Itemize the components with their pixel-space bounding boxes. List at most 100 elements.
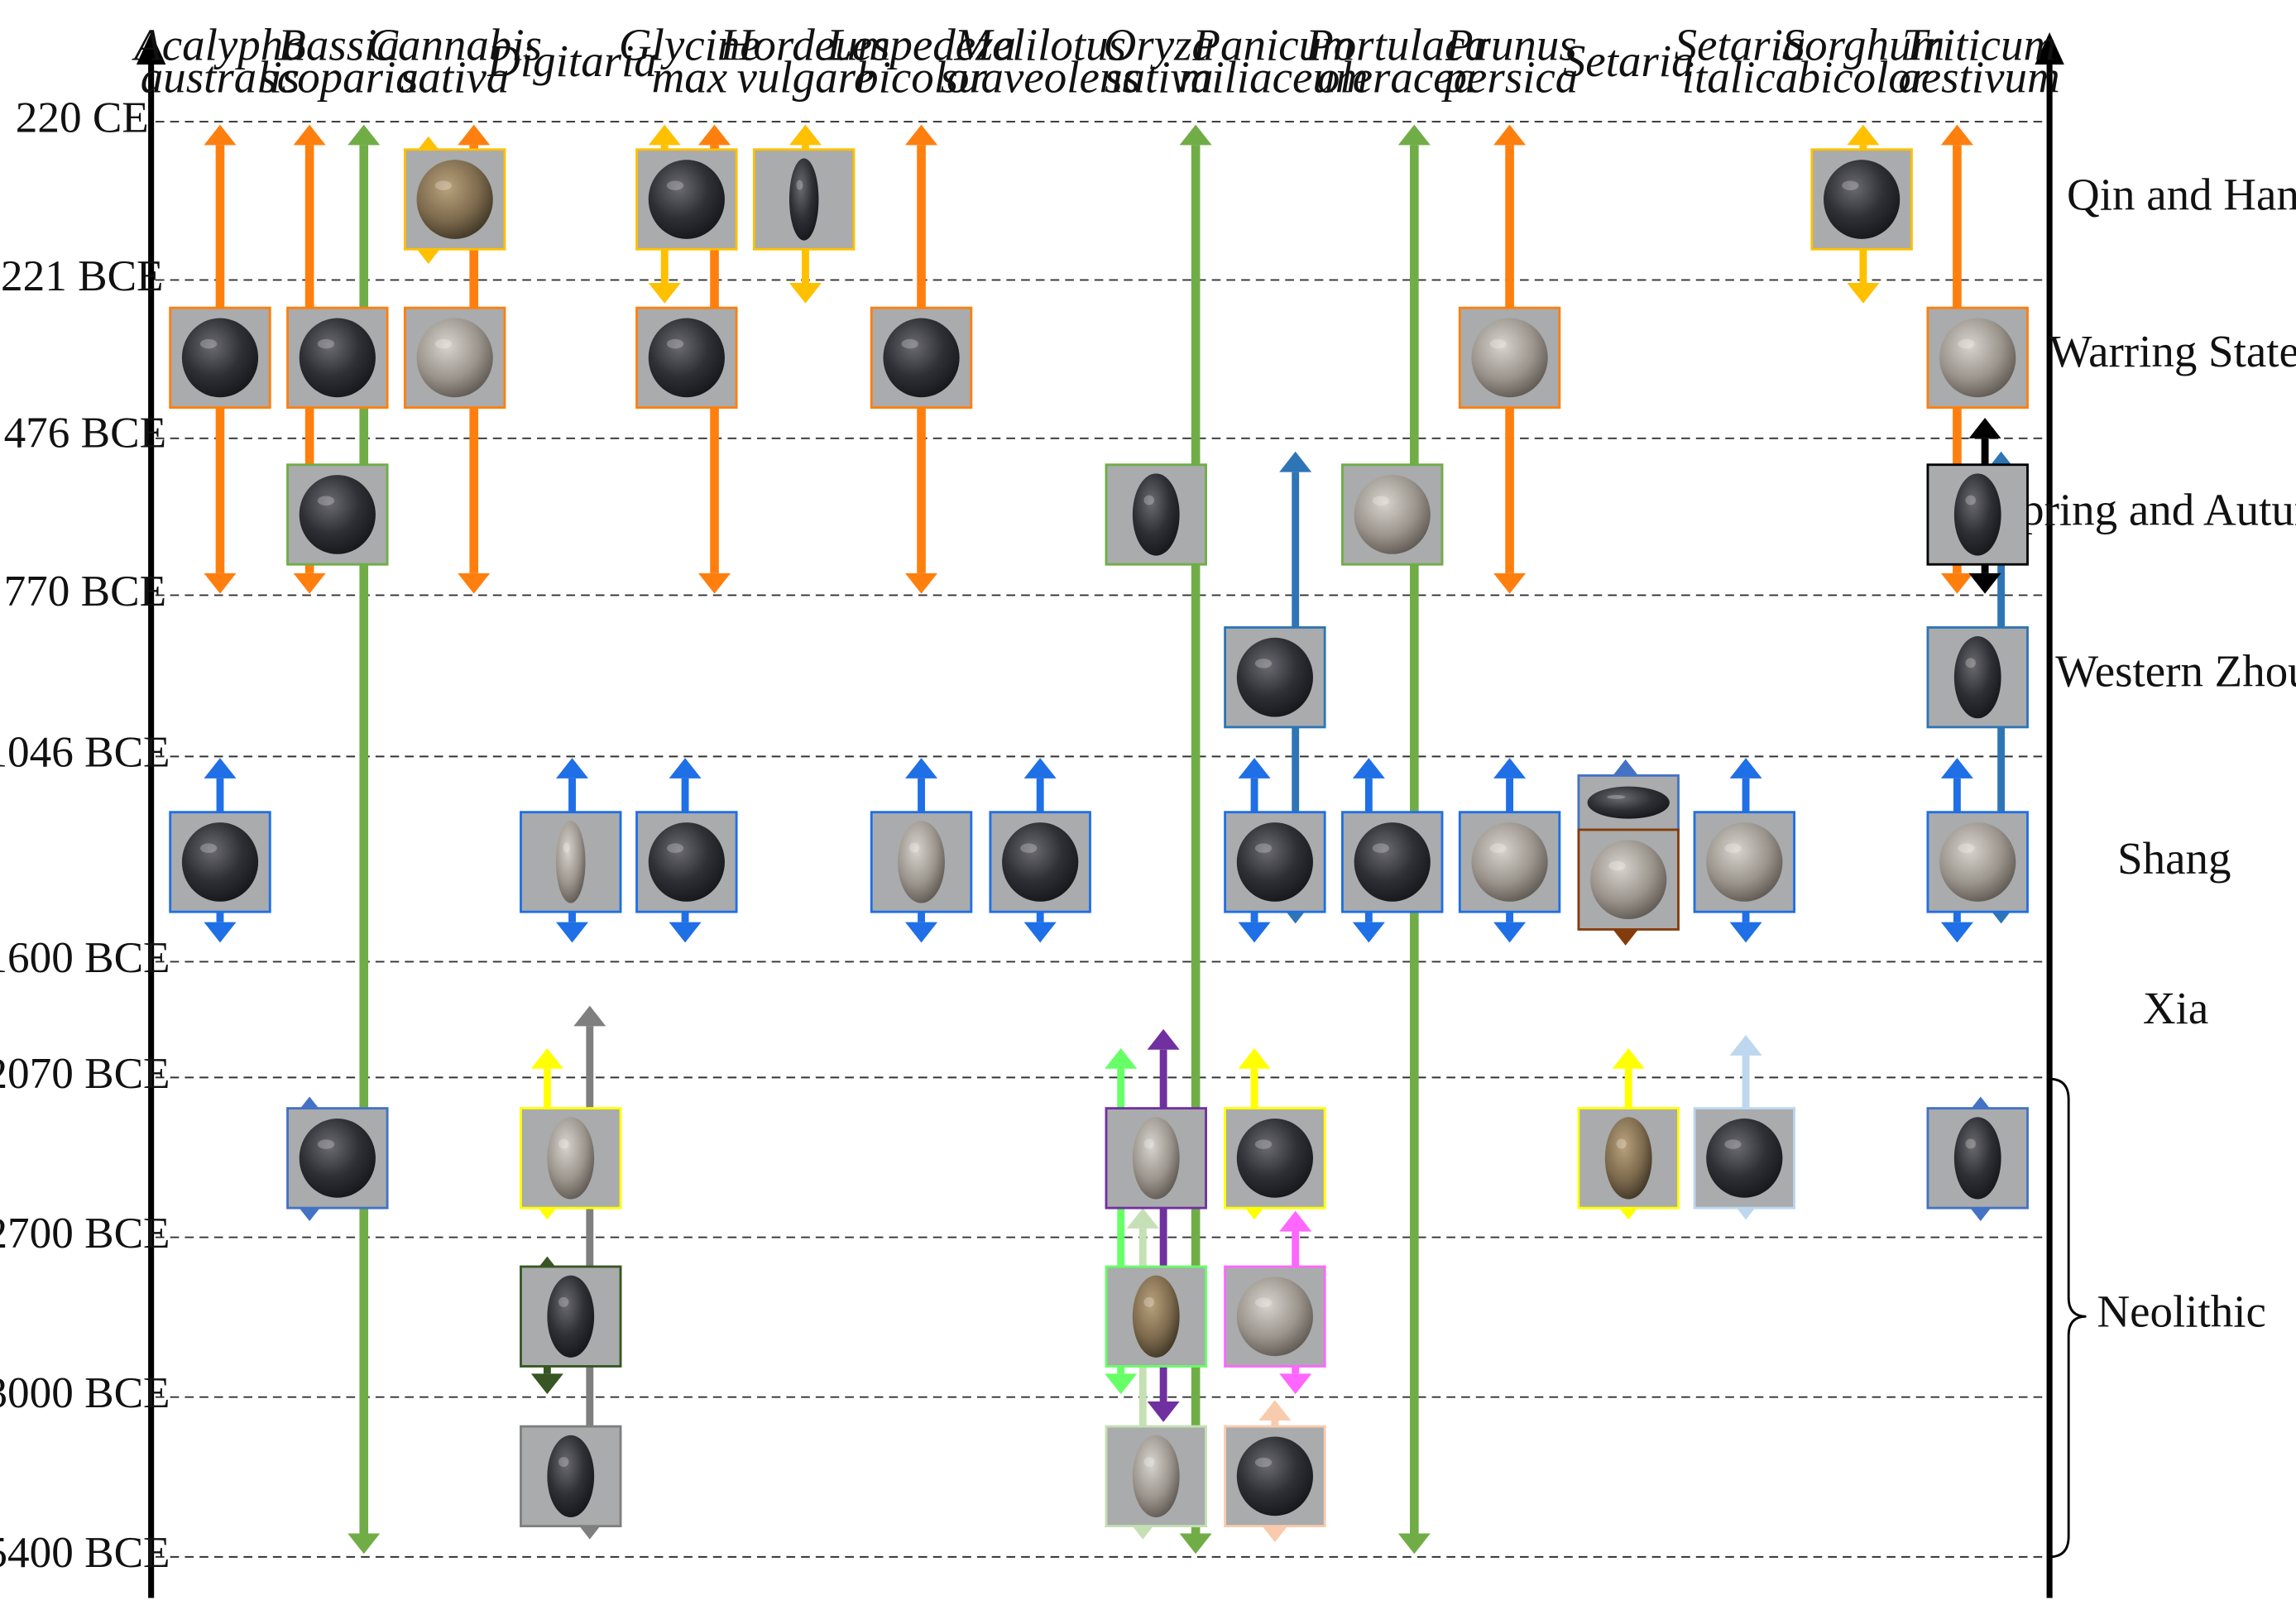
- seed-image-31: [1105, 1107, 1207, 1210]
- seed-highlight: [796, 180, 803, 190]
- seed-highlight: [1489, 338, 1507, 349]
- arrow-head-up: [1352, 758, 1385, 779]
- seed-image-30: [520, 1107, 622, 1210]
- time-label-221bce: 221 BCE: [1, 252, 163, 300]
- seed-shape: [648, 318, 725, 398]
- arrow-head-down: [293, 573, 326, 594]
- arrow-head-up: [1493, 124, 1527, 146]
- seed-image-41: [1224, 1425, 1326, 1528]
- seed-image-32: [1224, 1107, 1326, 1210]
- arrow-head-down: [1238, 922, 1271, 943]
- arrow-head-down: [458, 573, 491, 594]
- arrow-head-up: [348, 124, 381, 146]
- arrow-head-up: [1397, 124, 1431, 146]
- arrow-head-up: [1238, 758, 1271, 779]
- arrow-head-up: [293, 124, 326, 146]
- seed-highlight: [1372, 496, 1390, 505]
- arrow-head-up: [1729, 758, 1762, 779]
- seed-image-36: [520, 1265, 622, 1368]
- seed-highlight: [1842, 180, 1859, 190]
- seed-shape: [416, 160, 493, 239]
- period-label-shang: Shang: [2117, 833, 2231, 884]
- seed-highlight: [1254, 1457, 1273, 1468]
- seed-shape: [1236, 1119, 1313, 1198]
- seed-image-4: [635, 148, 738, 251]
- arrow-head-up: [1612, 1047, 1645, 1069]
- species-label-setaria-italica-line1: Setaria: [1675, 20, 1806, 70]
- seed-image-39: [520, 1425, 622, 1528]
- period-label-warring-states: Warring States: [2049, 326, 2296, 376]
- seed-shape: [1132, 1435, 1180, 1517]
- seed-shape: [1471, 822, 1548, 902]
- seed-image-17: [169, 811, 271, 913]
- arrow-head-down: [648, 282, 681, 304]
- arrow-head-down: [1179, 1533, 1212, 1555]
- seed-highlight: [200, 338, 218, 349]
- arrow-head-down: [556, 922, 589, 943]
- seed-image-24: [1458, 811, 1561, 913]
- seed-highlight: [1254, 843, 1273, 853]
- period-label-neolithic: Neolithic: [2097, 1286, 2266, 1337]
- seed-image-27: [1693, 811, 1795, 913]
- species-label-panicum-line1: Panicum: [1191, 20, 1354, 70]
- seed-shape: [1002, 822, 1079, 902]
- seed-shape: [1939, 822, 2016, 902]
- time-label-476bce: 476 BCE: [4, 408, 166, 457]
- seed-shape: [416, 318, 493, 398]
- period-label-xia: Xia: [2143, 983, 2208, 1033]
- seed-shape: [556, 821, 586, 903]
- arrow-head-up: [905, 758, 938, 779]
- species-label-setaria-line1: Setaria: [1563, 36, 1694, 86]
- seed-image-8: [1458, 306, 1561, 410]
- seed-shape: [1354, 822, 1431, 902]
- seed-shape: [898, 821, 945, 903]
- arrow-head-up: [905, 124, 938, 146]
- seed-shape: [1953, 473, 2001, 556]
- seed-image-7: [870, 306, 973, 410]
- seed-highlight: [563, 842, 570, 853]
- arrow-head-up: [204, 124, 237, 146]
- seed-image-21: [989, 811, 1091, 913]
- seed-image-35: [1926, 1107, 2029, 1210]
- species-label-triticum-line2: aestivum: [1898, 52, 2059, 103]
- time-label-1046bce: 1046 BCE: [0, 728, 170, 777]
- arrow-head-up: [1847, 124, 1880, 146]
- species-label-sorghum-line2: bicolor: [1798, 52, 1929, 103]
- seed-images: [169, 148, 2029, 1528]
- seed-shape: [1132, 473, 1180, 556]
- seed-shape: [883, 318, 960, 398]
- seed-shape: [1587, 786, 1670, 819]
- arrow-head-up: [1940, 758, 1973, 779]
- seed-shape: [1471, 318, 1548, 398]
- seed-image-22: [1224, 811, 1326, 913]
- seed-image-0: [169, 306, 271, 410]
- seed-highlight: [1143, 1457, 1154, 1467]
- seed-highlight: [1616, 1138, 1627, 1149]
- seed-highlight: [1143, 495, 1154, 505]
- seed-highlight: [1965, 658, 1976, 668]
- seed-highlight: [666, 180, 684, 190]
- species-label-melilotus-line1: Melilotus: [953, 20, 1126, 70]
- arrow-head-up: [1940, 124, 1973, 146]
- seed-highlight: [1254, 1297, 1273, 1308]
- arrow-head-up: [648, 124, 681, 146]
- seed-image-20: [870, 811, 973, 913]
- seed-shape: [1354, 475, 1431, 554]
- arrow-head-down: [204, 922, 237, 943]
- seed-highlight: [1020, 843, 1038, 853]
- arrow-head-down: [1940, 922, 1973, 943]
- time-label-770bce: 770 BCE: [4, 567, 166, 616]
- species-label-glycine-line2: max: [652, 52, 728, 103]
- species-label-oryza-line1: Oryza: [1104, 20, 1215, 70]
- arrow-head-down: [1352, 922, 1385, 943]
- seed-shape: [1953, 1117, 2001, 1200]
- seed-shape: [299, 1119, 376, 1198]
- arrow-head-up: [1179, 124, 1212, 146]
- seed-shape: [1236, 637, 1313, 717]
- seed-image-5: [635, 306, 738, 410]
- arrow-head-down: [669, 922, 702, 943]
- seed-image-25: [1577, 774, 1680, 831]
- seed-image-12: [1105, 463, 1207, 566]
- seed-image-6: [752, 148, 856, 251]
